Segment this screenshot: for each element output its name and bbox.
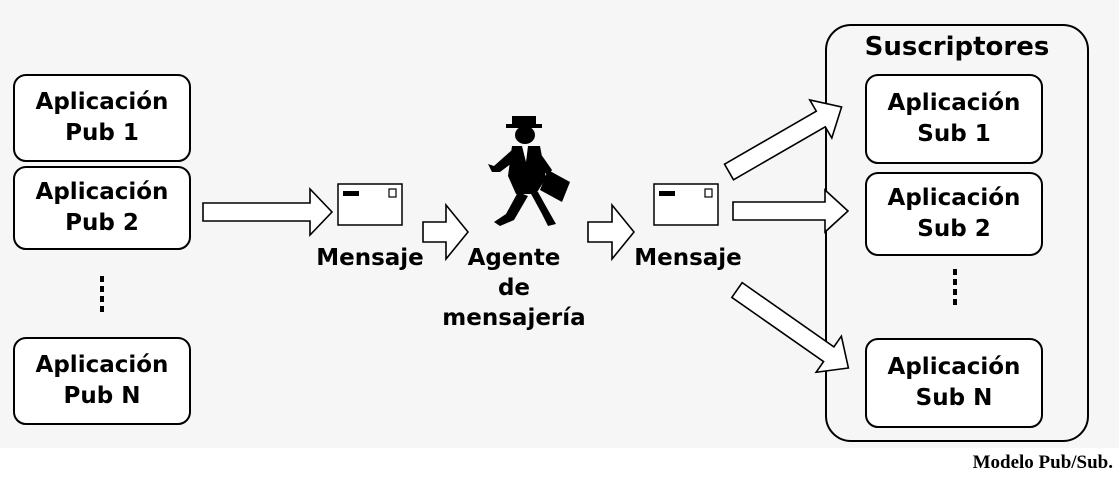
publisher-box-n: Aplicación Pub N bbox=[13, 337, 191, 425]
subscriber-1-line1: Aplicación bbox=[887, 90, 1021, 116]
publisher-1-line1: Aplicación bbox=[35, 89, 169, 115]
subscriber-2-line2: Sub 2 bbox=[917, 216, 991, 242]
arrow-icon bbox=[587, 202, 636, 262]
arrow-icon bbox=[730, 281, 850, 374]
subscriber-n-line2: Sub N bbox=[915, 385, 993, 411]
message-label-right: Mensaje bbox=[634, 245, 742, 271]
figure-caption: Modelo Pub/Sub. bbox=[972, 452, 1113, 473]
subscriber-box-2: Aplicación Sub 2 bbox=[865, 172, 1043, 256]
publisher-box-1: Aplicación Pub 1 bbox=[13, 74, 191, 162]
arrow-icon bbox=[732, 188, 850, 234]
publisher-box-2: Aplicación Pub 2 bbox=[13, 166, 191, 250]
vertical-ellipsis-icon bbox=[953, 269, 957, 305]
subscriber-2-line1: Aplicación bbox=[887, 185, 1021, 211]
broker-label-line3: mensajería bbox=[442, 305, 586, 331]
subscriber-1-line2: Sub 1 bbox=[917, 121, 991, 147]
broker-label-line1: Agente bbox=[467, 245, 561, 271]
arrow-icon bbox=[202, 187, 334, 237]
envelope-icon bbox=[337, 183, 403, 226]
publisher-2-line1: Aplicación bbox=[35, 179, 169, 205]
subscriber-box-1: Aplicación Sub 1 bbox=[865, 74, 1043, 164]
publisher-2-line2: Pub 2 bbox=[65, 210, 139, 236]
arrow-icon bbox=[422, 202, 470, 262]
subscriber-box-n: Aplicación Sub N bbox=[865, 338, 1043, 428]
message-label-left: Mensaje bbox=[316, 245, 424, 271]
publisher-n-line1: Aplicación bbox=[35, 352, 169, 378]
publisher-1-line2: Pub 1 bbox=[65, 120, 139, 146]
messenger-figure-icon bbox=[488, 116, 570, 226]
subscribers-title: Suscriptores bbox=[864, 32, 1050, 62]
vertical-ellipsis-icon bbox=[100, 276, 104, 312]
publisher-n-line2: Pub N bbox=[63, 383, 141, 409]
broker-label: Agente de mensajería bbox=[440, 243, 588, 333]
subscriber-n-line1: Aplicación bbox=[887, 354, 1021, 380]
envelope-icon bbox=[653, 183, 719, 226]
broker-label-line2: de bbox=[497, 275, 531, 301]
arrow-icon bbox=[723, 98, 843, 181]
